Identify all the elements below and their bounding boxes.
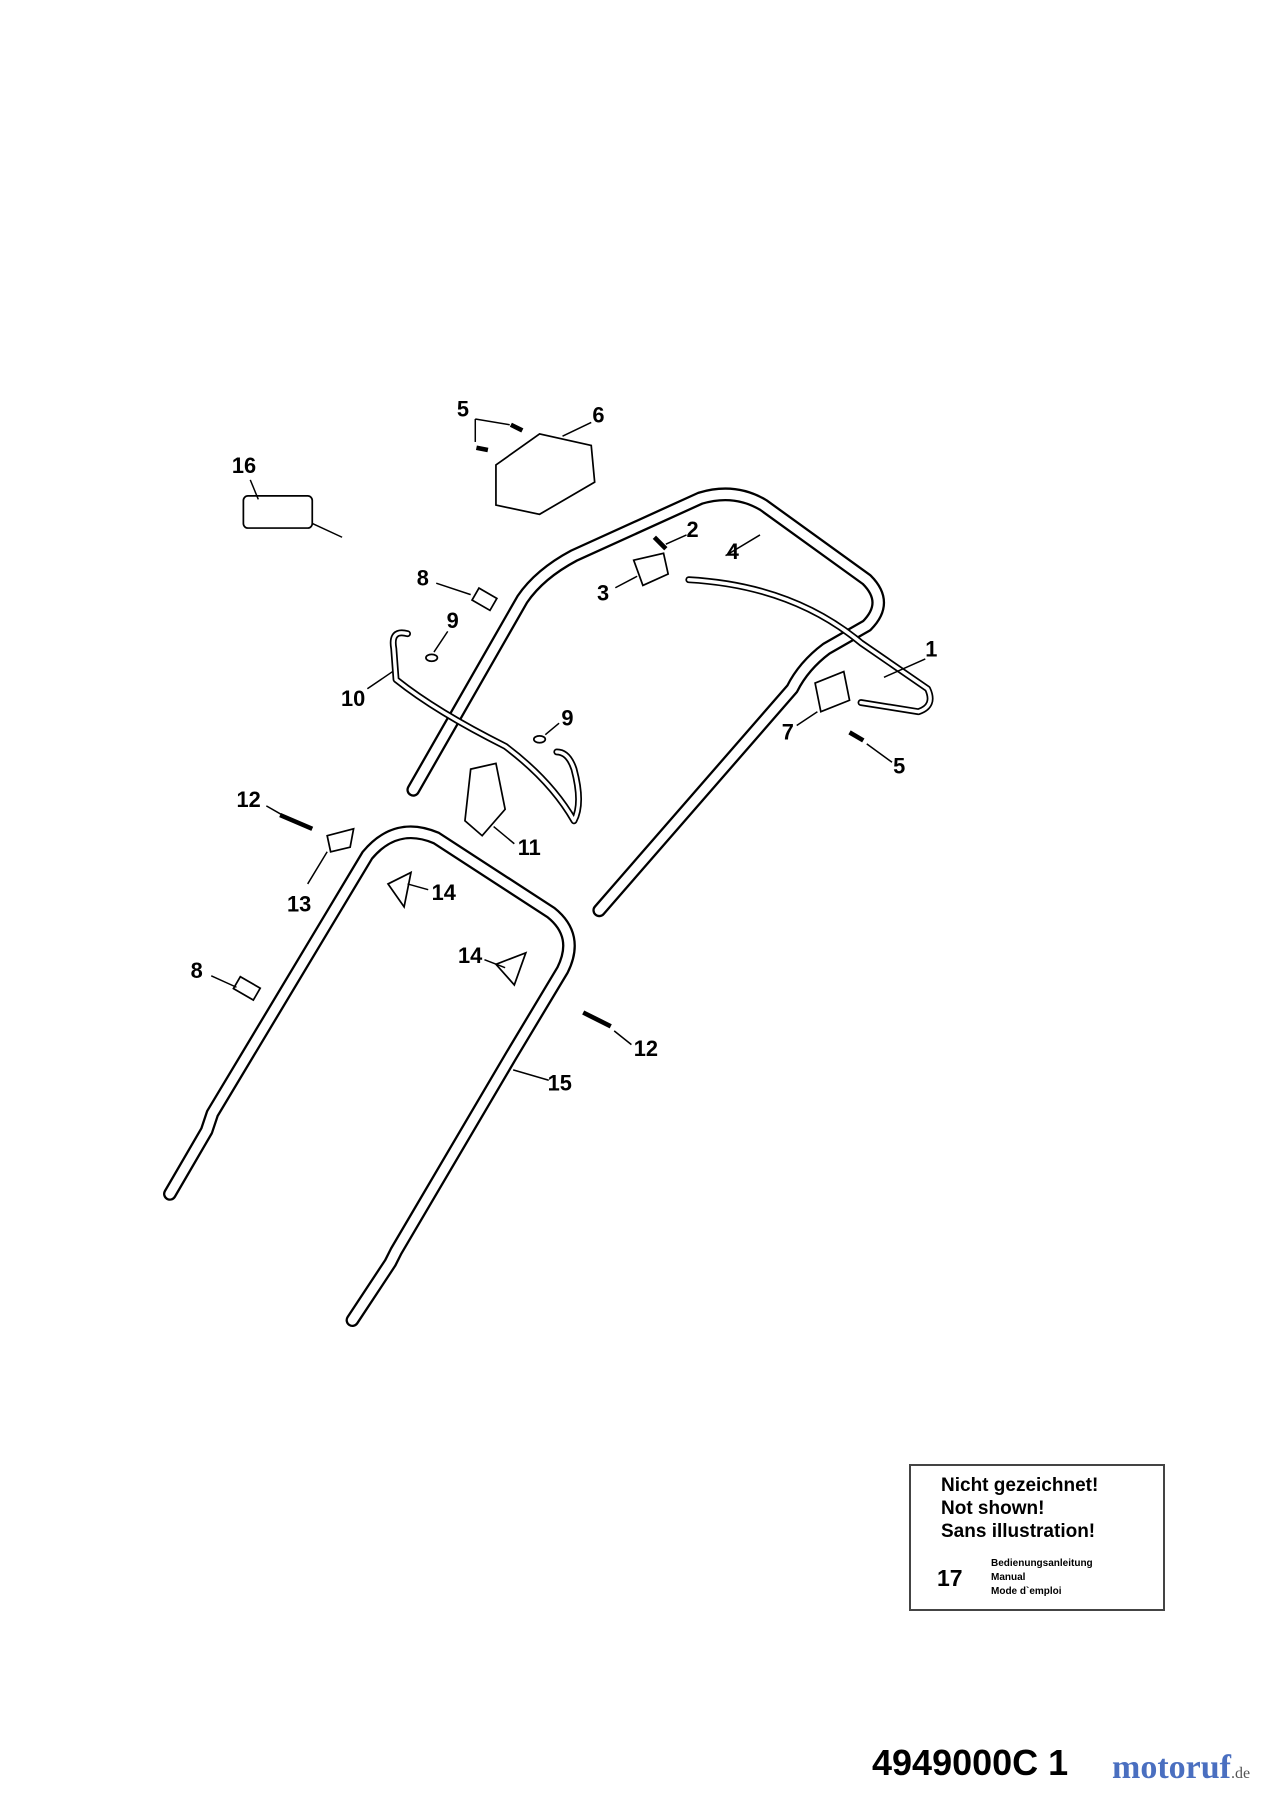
control-bar <box>685 576 934 716</box>
callout-8b: 8 <box>191 958 203 983</box>
note-item-number: 17 <box>937 1565 963 1591</box>
callout-6: 6 <box>592 402 604 427</box>
callout-1: 1 <box>925 637 937 662</box>
note-item-de: Bedienungsanleitung <box>991 1558 1093 1569</box>
lower-handle <box>163 825 576 1328</box>
part-labels: 1 2 3 4 5 6 5 7 8 9 10 9 11 12 13 14 14 … <box>191 397 938 1096</box>
note-line-de: Nicht gezeichnet! <box>941 1475 1099 1496</box>
watermark-suffix: .de <box>1230 1765 1251 1782</box>
callout-3: 3 <box>597 580 609 605</box>
note-line-fr: Sans illustration! <box>941 1521 1096 1542</box>
callout-11: 11 <box>518 835 541 860</box>
small-parts <box>232 422 865 1029</box>
note-item-fr: Mode d`emploi <box>991 1586 1062 1597</box>
callout-5: 5 <box>457 397 469 422</box>
callout-16: 16 <box>232 453 256 478</box>
callout-4: 4 <box>727 539 739 564</box>
callout-7: 7 <box>782 719 794 744</box>
callout-13: 13 <box>287 891 311 916</box>
callout-15: 15 <box>548 1071 572 1096</box>
callout-9b: 9 <box>561 706 573 731</box>
callout-14b: 14 <box>458 943 482 968</box>
callout-12b: 12 <box>634 1036 658 1061</box>
callout-9: 9 <box>447 608 459 633</box>
leader-lines <box>210 418 926 1081</box>
callout-12: 12 <box>236 787 260 812</box>
cover-part-6 <box>495 433 596 516</box>
note-item-en: Manual <box>991 1572 1026 1583</box>
callout-10: 10 <box>341 686 365 711</box>
wire-bracket <box>389 629 583 825</box>
drawing-number: 4949000C 1 <box>872 1742 1069 1783</box>
callout-5b: 5 <box>893 754 905 779</box>
callout-14: 14 <box>432 880 456 905</box>
charger-part-16 <box>242 495 314 529</box>
upper-handle <box>406 487 886 918</box>
watermark-logo: motoruf.de <box>1112 1748 1250 1794</box>
callout-2: 2 <box>687 517 699 542</box>
callout-8: 8 <box>417 565 429 590</box>
not-shown-note: Nicht gezeichnet! Not shown! Sans illust… <box>909 1464 1165 1611</box>
watermark-text: motoruf <box>1112 1749 1231 1786</box>
note-line-en: Not shown! <box>941 1498 1045 1519</box>
